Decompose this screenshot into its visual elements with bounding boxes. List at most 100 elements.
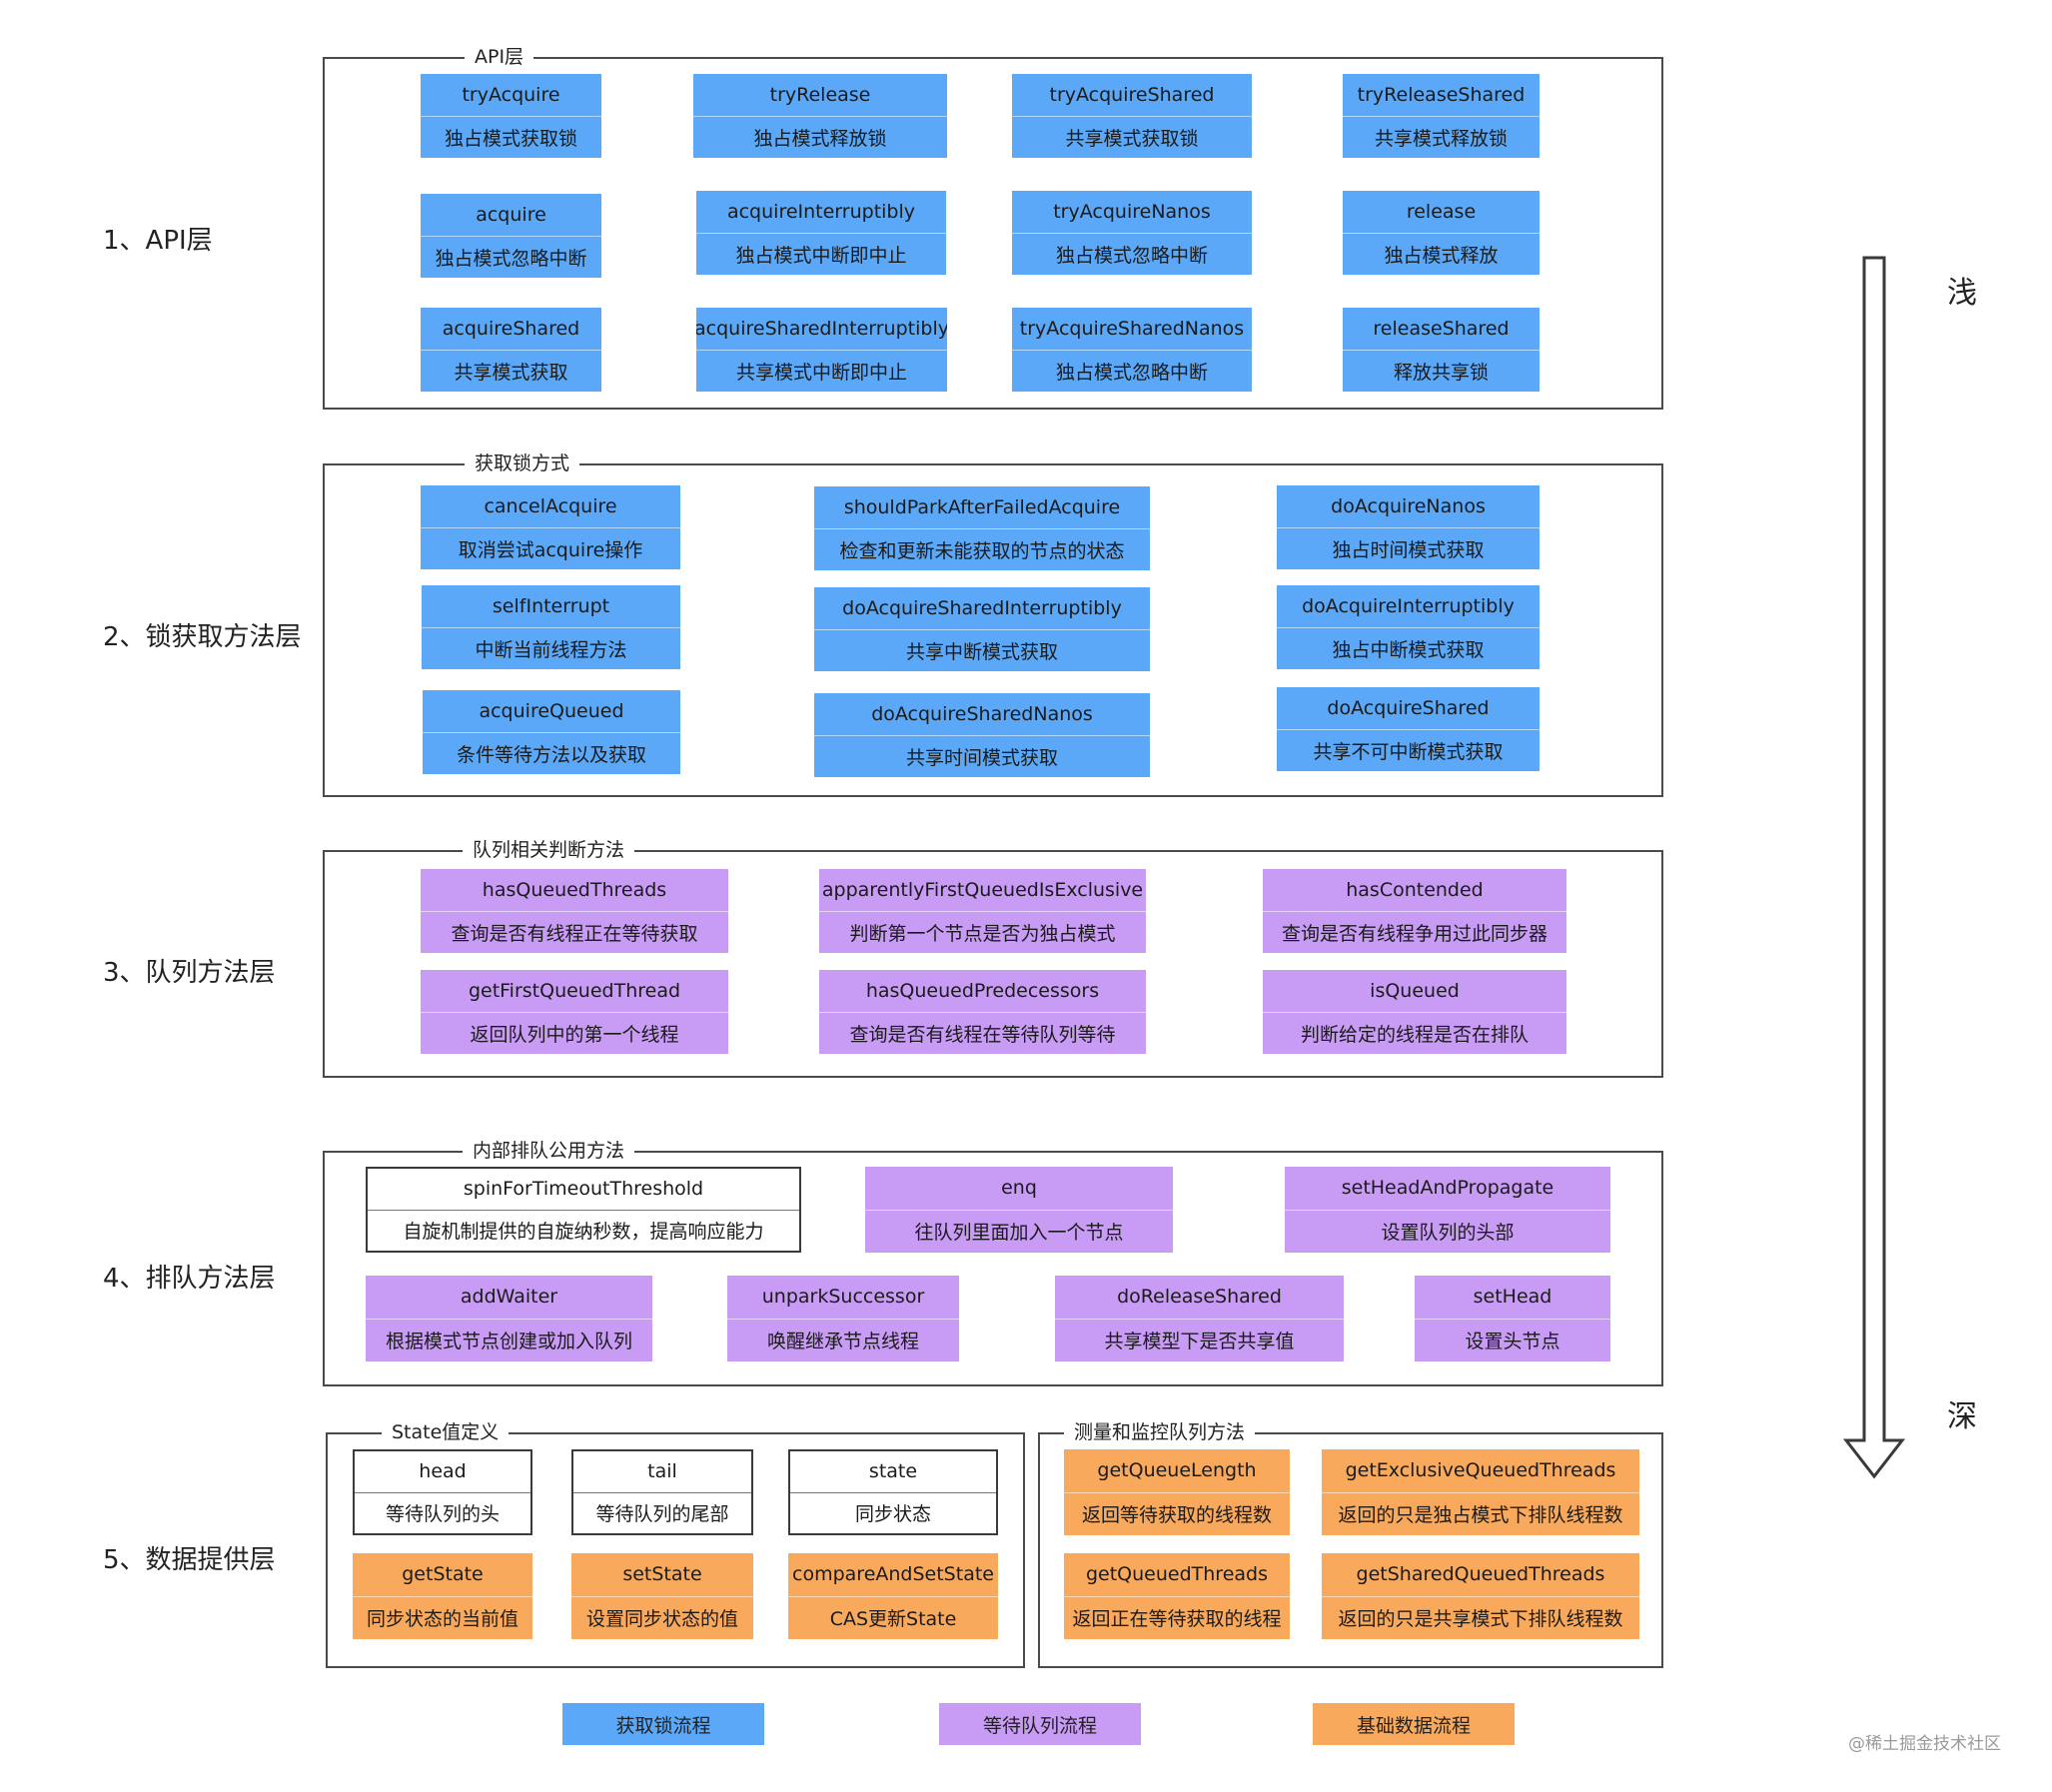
card-hasQueuedThreads: hasQueuedThreads 查询是否有线程正在等待获取 (421, 869, 728, 953)
card-getExclusiveQueuedThreads: getExclusiveQueuedThreads 返回的只是独占模式下排队线程… (1322, 1449, 1639, 1535)
method-desc: 共享不可中断模式获取 (1313, 740, 1504, 763)
method-desc: 共享模式中断即中止 (735, 361, 907, 384)
card-setHeadAndPropagate: setHeadAndPropagate 设置队列的头部 (1285, 1167, 1610, 1253)
method-name: setState (571, 1553, 753, 1597)
legend-lock-flow: 获取锁流程 (562, 1703, 764, 1745)
group-api-layer: API层 (323, 45, 1663, 410)
method-name: acquireInterruptibly (696, 191, 946, 234)
method-desc: 查询是否有线程争用过此同步器 (1281, 922, 1547, 945)
card-getQueueLength: getQueueLength 返回等待获取的线程数 (1064, 1449, 1290, 1535)
card-releaseShared: releaseShared 释放共享锁 (1343, 308, 1539, 392)
card-spinForTimeoutThreshold: spinForTimeoutThreshold 自旋机制提供的自旋纳秒数，提高响… (366, 1167, 801, 1253)
method-desc: 独占模式释放锁 (753, 127, 887, 150)
field-desc: 同步状态 (854, 1503, 931, 1526)
method-name: getQueueLength (1064, 1449, 1290, 1493)
method-name: doAcquireSharedInterruptibly (814, 587, 1150, 630)
card-release: release 独占模式释放 (1343, 191, 1539, 275)
method-name: shouldParkAfterFailedAcquire (814, 486, 1150, 529)
method-name: compareAndSetState (788, 1553, 998, 1597)
method-name: doAcquireInterruptibly (1277, 585, 1539, 628)
method-desc: 返回等待获取的线程数 (1081, 1504, 1272, 1527)
method-desc: 独占模式忽略中断 (1055, 244, 1208, 267)
method-name: setHead (1415, 1276, 1610, 1320)
method-desc: 返回的只是独占模式下排队线程数 (1338, 1504, 1623, 1527)
card-hasQueuedPredecessors: hasQueuedPredecessors 查询是否有线程在等待队列等待 (819, 970, 1146, 1054)
method-name: hasQueuedPredecessors (819, 970, 1146, 1013)
card-head: head 等待队列的头 (353, 1449, 532, 1535)
method-name: tryAcquireShared (1012, 74, 1252, 117)
card-setState: setState 设置同步状态的值 (571, 1553, 753, 1639)
method-desc: 判断第一个节点是否为独占模式 (849, 922, 1116, 945)
method-name: selfInterrupt (422, 585, 680, 628)
layer-label-lock-acquire: 2、锁获取方法层 (103, 622, 302, 652)
method-desc: 独占模式中断即中止 (735, 244, 907, 267)
method-desc: 共享时间模式获取 (905, 746, 1058, 769)
method-desc: 设置队列的头部 (1381, 1222, 1515, 1245)
card-tryReleaseShared: tryReleaseShared 共享模式释放锁 (1343, 74, 1539, 158)
card-getFirstQueuedThread: getFirstQueuedThread 返回队列中的第一个线程 (421, 970, 728, 1054)
card-getSharedQueuedThreads: getSharedQueuedThreads 返回的只是共享模式下排队线程数 (1322, 1553, 1639, 1639)
card-acquireInterruptibly: acquireInterruptibly 独占模式中断即中止 (696, 191, 946, 275)
group-title: 获取锁方式 (465, 451, 580, 475)
method-desc: 根据模式节点创建或加入队列 (385, 1331, 632, 1353)
card-doAcquireSharedInterruptibly: doAcquireSharedInterruptibly 共享中断模式获取 (814, 587, 1150, 671)
method-desc: 返回队列中的第一个线程 (470, 1023, 679, 1046)
depth-arrow-icon (1842, 256, 1906, 1480)
method-name: apparentlyFirstQueuedIsExclusive (819, 869, 1146, 912)
method-name: hasContended (1263, 869, 1566, 912)
method-name: acquireShared (421, 308, 601, 351)
group-title: 队列相关判断方法 (463, 838, 635, 862)
method-desc: 同步状态的当前值 (366, 1608, 518, 1631)
method-name: tryAcquireSharedNanos (1012, 308, 1252, 351)
method-name: tryReleaseShared (1343, 74, 1539, 117)
card-acquireShared: acquireShared 共享模式获取 (421, 308, 601, 392)
card-tryRelease: tryRelease 独占模式释放锁 (693, 74, 947, 158)
method-name: doReleaseShared (1055, 1276, 1344, 1320)
card-acquireSharedInterruptibly: acquireSharedInterruptibly 共享模式中断即中止 (696, 308, 947, 392)
card-doAcquireSharedNanos: doAcquireSharedNanos 共享时间模式获取 (814, 693, 1150, 777)
method-desc: 共享模式获取 (454, 361, 568, 384)
field-name: tail (573, 1451, 751, 1493)
card-state: state 同步状态 (788, 1449, 998, 1535)
method-desc: 独占模式获取锁 (444, 127, 577, 150)
card-tryAcquireNanos: tryAcquireNanos 独占模式忽略中断 (1012, 191, 1252, 275)
group-monitor-methods: 测量和监控队列方法 (1038, 1420, 1663, 1668)
method-name: doAcquireNanos (1277, 485, 1539, 528)
method-name: getSharedQueuedThreads (1322, 1553, 1639, 1597)
method-name: spinForTimeoutThreshold (368, 1169, 799, 1211)
card-cancelAcquire: cancelAcquire 取消尝试acquire操作 (421, 485, 680, 569)
card-getState: getState 同步状态的当前值 (353, 1553, 532, 1639)
method-desc: 自旋机制提供的自旋纳秒数，提高响应能力 (403, 1221, 764, 1244)
layer-label-data-provider: 5、数据提供层 (103, 1545, 276, 1575)
card-enq: enq 往队列里面加入一个节点 (865, 1167, 1173, 1253)
card-unparkSuccessor: unparkSuccessor 唤醒继承节点线程 (727, 1276, 959, 1361)
card-doAcquireShared: doAcquireShared 共享不可中断模式获取 (1277, 687, 1539, 771)
group-state-definition: State值定义 (326, 1420, 1025, 1668)
method-desc: 查询是否有线程在等待队列等待 (849, 1023, 1116, 1046)
method-name: tryAcquire (421, 74, 601, 117)
watermark: @稀土掘金技术社区 (1848, 1734, 2001, 1754)
method-name: doAcquireShared (1277, 687, 1539, 730)
method-name: acquire (421, 194, 601, 237)
method-desc: CAS更新State (829, 1608, 957, 1631)
card-doAcquireNanos: doAcquireNanos 独占时间模式获取 (1277, 485, 1539, 569)
field-name: head (355, 1451, 530, 1493)
card-getQueuedThreads: getQueuedThreads 返回正在等待获取的线程 (1064, 1553, 1290, 1639)
method-desc: 检查和更新未能获取的节点的状态 (839, 539, 1125, 562)
method-desc: 释放共享锁 (1393, 361, 1489, 384)
method-desc: 共享模式获取锁 (1065, 127, 1199, 150)
method-name: isQueued (1263, 970, 1566, 1013)
layer-label-queue-methods: 3、队列方法层 (103, 958, 276, 988)
card-tryAcquireShared: tryAcquireShared 共享模式获取锁 (1012, 74, 1252, 158)
method-desc: 判断给定的线程是否在排队 (1300, 1023, 1529, 1046)
method-name: setHeadAndPropagate (1285, 1167, 1610, 1211)
method-name: getExclusiveQueuedThreads (1322, 1449, 1639, 1493)
card-doReleaseShared: doReleaseShared 共享模型下是否共享值 (1055, 1276, 1344, 1361)
method-desc: 取消尝试acquire操作 (458, 538, 643, 561)
card-selfInterrupt: selfInterrupt 中断当前线程方法 (422, 585, 680, 669)
card-isQueued: isQueued 判断给定的线程是否在排队 (1263, 970, 1566, 1054)
method-desc: 独占模式释放 (1384, 244, 1499, 267)
method-desc: 独占时间模式获取 (1332, 538, 1485, 561)
group-queue-methods: 队列相关判断方法 (323, 838, 1663, 1078)
method-name: unparkSuccessor (727, 1276, 959, 1320)
